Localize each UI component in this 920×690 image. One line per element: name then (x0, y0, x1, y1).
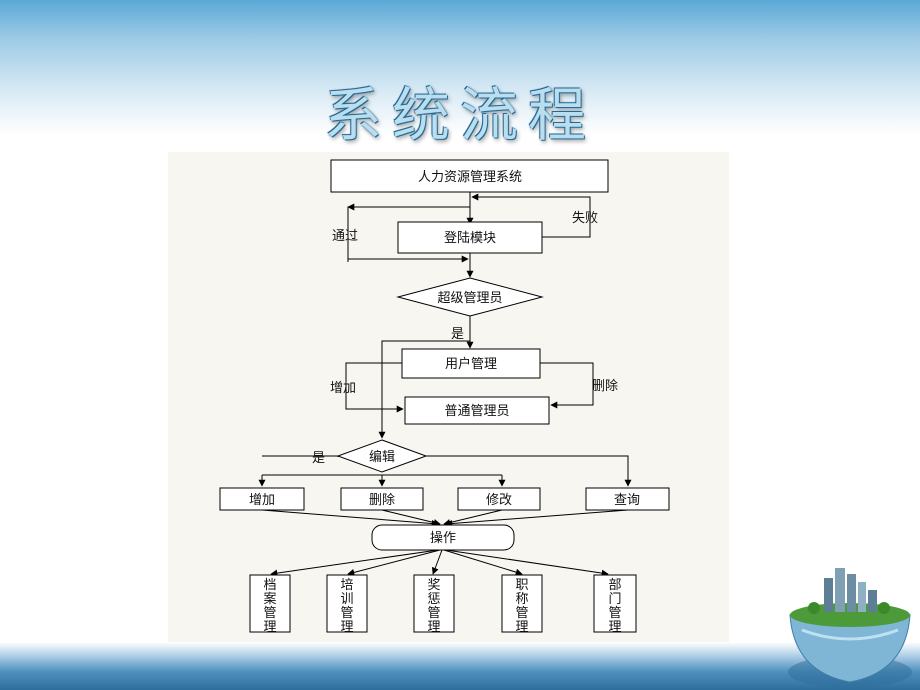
node-super-admin-label: 超级管理员 (437, 291, 502, 306)
node-login: 登陆模块 (397, 221, 543, 254)
node-op-add-label: 增加 (249, 493, 275, 508)
node-login-label: 登陆模块 (444, 230, 496, 246)
slide-title: 系统流程 (323, 81, 596, 149)
node-user-mgmt-label: 用户管理 (445, 356, 497, 372)
edge-label-delete: 删除 (592, 379, 618, 394)
globe-city-icon (788, 568, 912, 688)
node-op-delete-label: 删除 (369, 493, 395, 508)
node-op-delete: 删除 (340, 487, 424, 511)
edge-label-add: 增加 (330, 381, 356, 396)
node-mod-training-label: 培训管理 (340, 577, 353, 635)
node-op-add: 增加 (219, 487, 305, 511)
node-mod-title-label: 职称管理 (515, 578, 528, 635)
node-edit-label: 编辑 (369, 450, 395, 465)
node-op-query-label: 查询 (614, 493, 640, 508)
node-operate-label: 操作 (430, 530, 456, 546)
node-operate: 操作 (371, 524, 515, 551)
node-normal-admin: 普通管理员 (404, 396, 550, 425)
node-super-admin: 超级管理员 (396, 277, 544, 317)
edge-label-yes-super: 是 (451, 327, 464, 342)
node-normal-admin-label: 普通管理员 (444, 404, 509, 419)
connectors (258, 192, 632, 577)
edge-label-pass: 通过 (332, 229, 358, 244)
node-mod-dept: 部门管理 (593, 574, 637, 635)
node-mod-training: 培训管理 (326, 574, 368, 635)
node-mod-reward: 奖惩管理 (413, 574, 455, 635)
node-mod-title: 职称管理 (501, 574, 543, 635)
node-mod-archive-label: 档案管理 (263, 578, 276, 635)
node-mod-dept-label: 部门管理 (608, 578, 621, 635)
node-edit: 编辑 (336, 439, 428, 473)
footer-band (0, 642, 920, 690)
node-mod-archive: 档案管理 (249, 574, 291, 635)
node-op-modify-label: 修改 (486, 493, 512, 508)
flowchart: 人力资源管理系统 登陆模块 超级管理员 用户管理 普通管理员 编辑 增加 删 (219, 159, 670, 635)
flowchart-panel: 人力资源管理系统 登陆模块 超级管理员 用户管理 普通管理员 编辑 增加 删 (168, 152, 729, 642)
node-system: 人力资源管理系统 (330, 159, 609, 193)
node-op-modify: 修改 (457, 487, 541, 511)
edge-label-yes-edit: 是 (312, 451, 325, 466)
edge-label-fail: 失败 (572, 211, 598, 226)
node-op-query: 查询 (585, 487, 670, 511)
node-mod-reward-label: 奖惩管理 (427, 578, 440, 635)
node-system-label: 人力资源管理系统 (418, 170, 522, 185)
node-user-mgmt: 用户管理 (401, 348, 541, 379)
